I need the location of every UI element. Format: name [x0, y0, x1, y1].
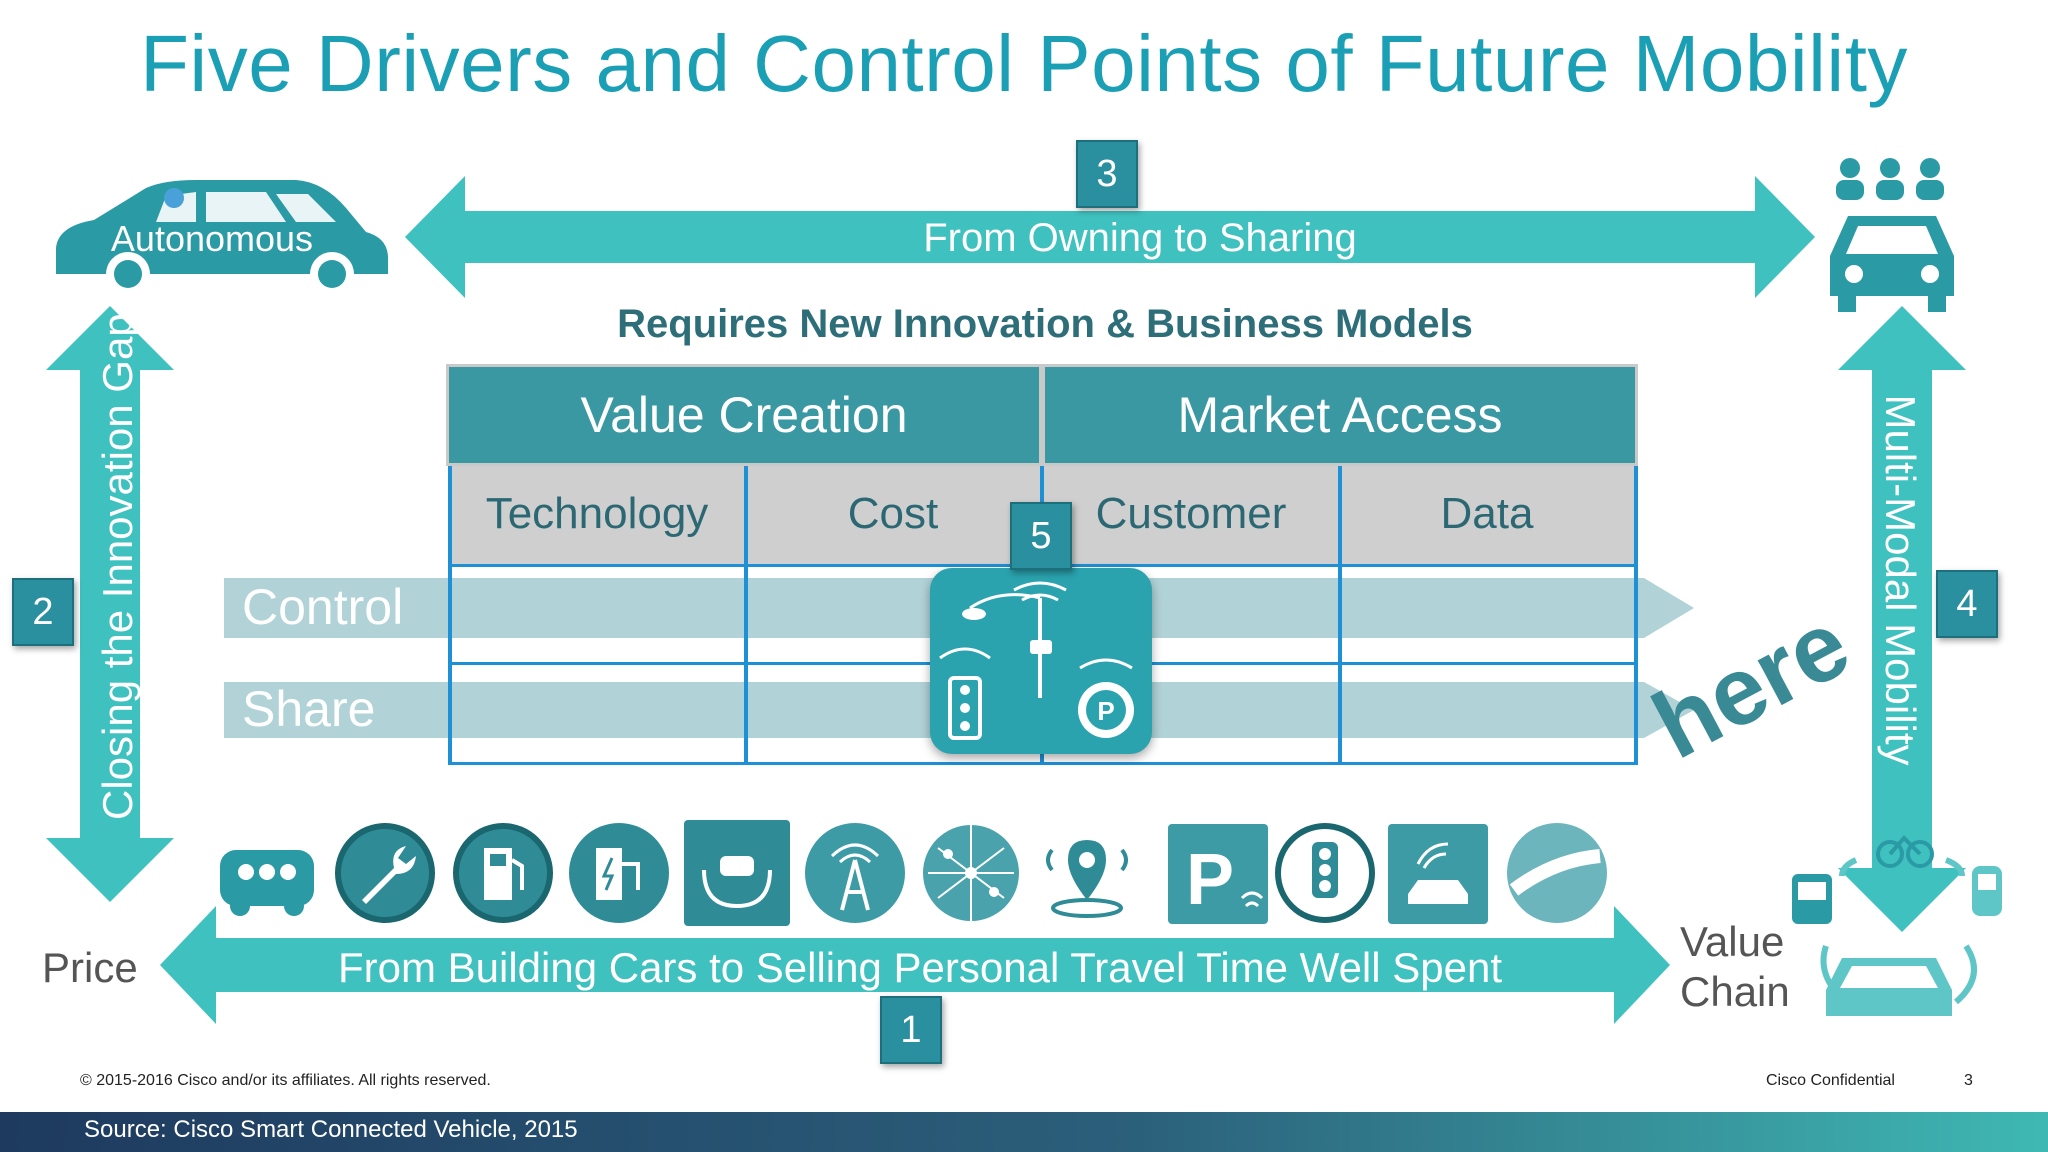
- value-chain-label-1: Value: [1680, 918, 1785, 965]
- top-double-arrow: [405, 176, 1815, 298]
- source-bar: [0, 1112, 2048, 1152]
- confidential-text: Cisco Confidential: [1766, 1072, 1895, 1089]
- grid-line: [744, 466, 748, 764]
- driver-4-text: Multi-Modal Mobility: [1877, 394, 1924, 766]
- row-label-control: Control: [242, 579, 404, 635]
- grid-line: [1338, 466, 1342, 764]
- requires-heading: Requires New Innovation & Business Model…: [617, 302, 1473, 346]
- source-text: Source: Cisco Smart Connected Vehicle, 2…: [84, 1116, 578, 1143]
- page-title: Five Drivers and Control Points of Futur…: [140, 19, 1908, 108]
- multimodal-cluster-icon: [1792, 835, 2002, 1016]
- driver-4-badge: 4: [1936, 570, 1998, 638]
- row-label-share: Share: [242, 681, 376, 737]
- svg-text:P: P: [1097, 696, 1114, 726]
- globe-network-icon: [923, 825, 1019, 921]
- control-point-tile: P: [930, 568, 1152, 754]
- driver-1-text: From Building Cars to Selling Personal T…: [337, 944, 1503, 991]
- subheader-technology: Technology: [450, 466, 744, 564]
- insurance-hands-icon: [684, 820, 790, 926]
- header-market-access: Market Access: [1042, 364, 1638, 466]
- wrench-icon: [335, 823, 435, 923]
- car-passengers-icon: [220, 850, 314, 916]
- autonomous-label: Autonomous: [110, 218, 314, 259]
- parking-icon: P: [1168, 824, 1268, 924]
- driver-2-text: Closing the Innovation Gap: [94, 313, 141, 820]
- traffic-light-icon: [1275, 823, 1375, 923]
- grid-line: [448, 762, 1638, 765]
- copyright-text: © 2015-2016 Cisco and/or its affiliates.…: [80, 1072, 491, 1089]
- driver-1-badge: 1: [880, 996, 942, 1064]
- fuel-pump-icon: [453, 823, 553, 923]
- subheader-cost: Cost: [746, 466, 1040, 564]
- road-icon: [1507, 823, 1607, 923]
- driver-3-badge: 3: [1076, 140, 1138, 208]
- svg-text:P: P: [1186, 840, 1234, 920]
- price-label: Price: [42, 944, 138, 991]
- page-number: 3: [1964, 1072, 1973, 1089]
- services-icon-row: P: [214, 820, 1624, 930]
- antenna-icon: [805, 823, 905, 923]
- right-vertical-arrow: [1838, 306, 1966, 932]
- car-sensor-icon: [1388, 824, 1488, 924]
- driver-5-badge: 5: [1010, 502, 1072, 570]
- ev-charger-icon: [569, 823, 669, 923]
- grid-line: [448, 466, 452, 764]
- subheader-data: Data: [1340, 466, 1634, 564]
- smart-city-icon: P: [939, 581, 1134, 740]
- subheader-customer: Customer: [1044, 466, 1338, 564]
- bottom-double-arrow: [160, 906, 1670, 1024]
- left-vertical-arrow: [46, 306, 174, 902]
- driver-2-badge: 2: [12, 578, 74, 646]
- header-value-creation: Value Creation: [446, 364, 1042, 466]
- autonomous-car-icon: [56, 180, 388, 296]
- shared-car-people-icon: [1830, 158, 1954, 312]
- grid-line: [1634, 466, 1638, 764]
- driver-3-text: From Owning to Sharing: [923, 216, 1357, 260]
- value-chain-label-2: Chain: [1680, 968, 1790, 1015]
- location-pin-icon: [1046, 840, 1128, 918]
